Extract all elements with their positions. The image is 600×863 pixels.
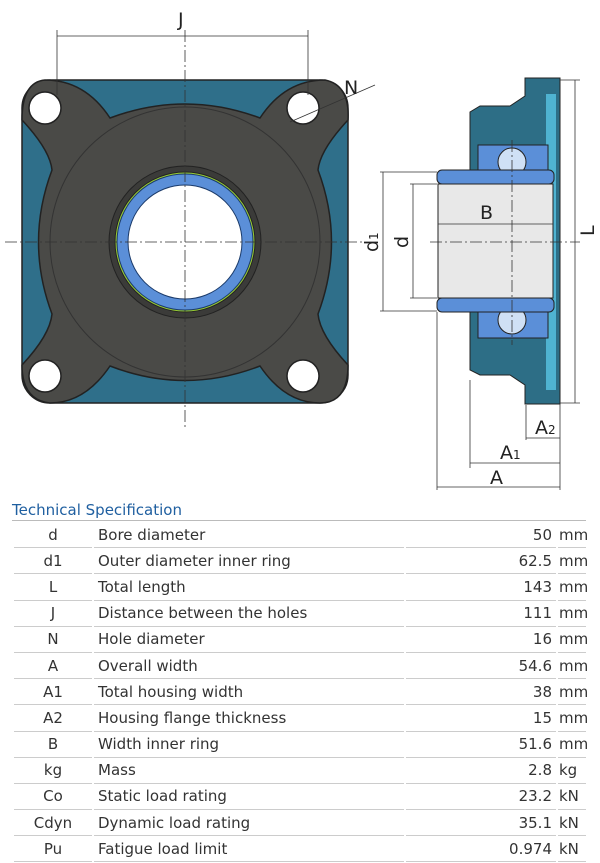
- spec-unit: mm: [558, 679, 588, 706]
- bearing-unit-drawing: J N d1 d B L A2 A1 A: [5, 9, 599, 490]
- dim-label-l: L: [577, 225, 599, 236]
- spec-description: Dynamic load rating: [94, 810, 404, 837]
- spec-symbol: d: [14, 522, 92, 549]
- dim-label-a2: A2: [535, 417, 556, 439]
- spec-value: 15: [406, 705, 556, 732]
- spec-description: Fatigue load limit: [94, 836, 404, 863]
- spec-symbol: N: [14, 627, 92, 653]
- spec-symbol: B: [14, 732, 92, 758]
- table-row: Pu Fatigue load limit 0.974 kN: [14, 836, 586, 863]
- divider: [12, 520, 586, 521]
- side-view: [380, 77, 580, 490]
- table-row: kg Mass 2.8 kg: [14, 758, 586, 784]
- spec-unit: kN: [558, 784, 586, 811]
- spec-description: Bore diameter: [94, 522, 404, 549]
- spec-table: d Bore diameter 50 mm d1 Outer diameter …: [14, 522, 588, 863]
- spec-description: Housing flange thickness: [94, 705, 404, 732]
- table-row: J Distance between the holes 111 mm: [14, 601, 588, 627]
- spec-description: Mass: [94, 758, 404, 784]
- spec-symbol: Pu: [14, 836, 92, 863]
- spec-description: Total length: [94, 574, 404, 601]
- table-row: Cdyn Dynamic load rating 35.1 kN: [14, 810, 586, 837]
- spec-symbol: A2: [14, 705, 92, 732]
- spec-description: Outer diameter inner ring: [94, 548, 404, 575]
- spec-value: 54.6: [406, 653, 556, 680]
- spec-description: Total housing width: [94, 679, 404, 706]
- dim-label-a1: A1: [500, 442, 521, 464]
- dim-label-j: J: [177, 9, 184, 31]
- spec-value: 16: [406, 627, 556, 653]
- table-row: B Width inner ring 51.6 mm: [14, 732, 588, 758]
- table-row: Co Static load rating 23.2 kN: [14, 784, 586, 811]
- spec-value: 51.6: [406, 732, 556, 758]
- spec-symbol: d1: [14, 548, 92, 575]
- table-row: A1 Total housing width 38 mm: [14, 679, 588, 706]
- front-view: [5, 30, 376, 430]
- spec-unit: mm: [558, 522, 588, 549]
- spec-value: 62.5: [406, 548, 556, 575]
- spec-unit: mm: [558, 574, 588, 601]
- spec-value: 38: [406, 679, 556, 706]
- spec-unit: kg: [558, 758, 586, 784]
- spec-description: Distance between the holes: [94, 601, 404, 627]
- spec-symbol: J: [14, 601, 92, 627]
- spec-value: 2.8: [406, 758, 556, 784]
- spec-unit: mm: [558, 705, 588, 732]
- spec-unit: mm: [558, 653, 588, 680]
- spec-value: 35.1: [406, 810, 556, 837]
- table-row: A2 Housing flange thickness 15 mm: [14, 705, 588, 732]
- spec-unit: kN: [558, 810, 586, 837]
- table-row: A Overall width 54.6 mm: [14, 653, 588, 680]
- spec-symbol: A1: [14, 679, 92, 706]
- spec-value: 23.2: [406, 784, 556, 811]
- spec-symbol: A: [14, 653, 92, 680]
- spec-title: Technical Specification: [12, 501, 182, 519]
- spec-symbol: Co: [14, 784, 92, 811]
- dim-label-a: A: [490, 467, 503, 489]
- spec-symbol: kg: [14, 758, 92, 784]
- spec-symbol: L: [14, 574, 92, 601]
- spec-value: 0.974: [406, 836, 556, 863]
- spec-value: 111: [406, 601, 556, 627]
- spec-symbol: Cdyn: [14, 810, 92, 837]
- spec-description: Overall width: [94, 653, 404, 680]
- dim-label-d: d: [391, 236, 413, 248]
- table-row: L Total length 143 mm: [14, 574, 588, 601]
- spec-unit: mm: [558, 627, 588, 653]
- spec-description: Static load rating: [94, 784, 404, 811]
- dim-label-d1: d1: [361, 232, 383, 252]
- spec-unit: mm: [558, 548, 588, 575]
- spec-description: Hole diameter: [94, 627, 404, 653]
- table-row: N Hole diameter 16 mm: [14, 627, 588, 653]
- spec-description: Width inner ring: [94, 732, 404, 758]
- table-row: d Bore diameter 50 mm: [14, 522, 588, 549]
- table-row: d1 Outer diameter inner ring 62.5 mm: [14, 548, 588, 575]
- spec-value: 143: [406, 574, 556, 601]
- dim-label-b: B: [480, 202, 493, 224]
- spec-unit: kN: [558, 836, 586, 863]
- dim-label-n: N: [344, 77, 358, 99]
- spec-unit: mm: [558, 601, 588, 627]
- spec-value: 50: [406, 522, 556, 549]
- spec-unit: mm: [558, 732, 588, 758]
